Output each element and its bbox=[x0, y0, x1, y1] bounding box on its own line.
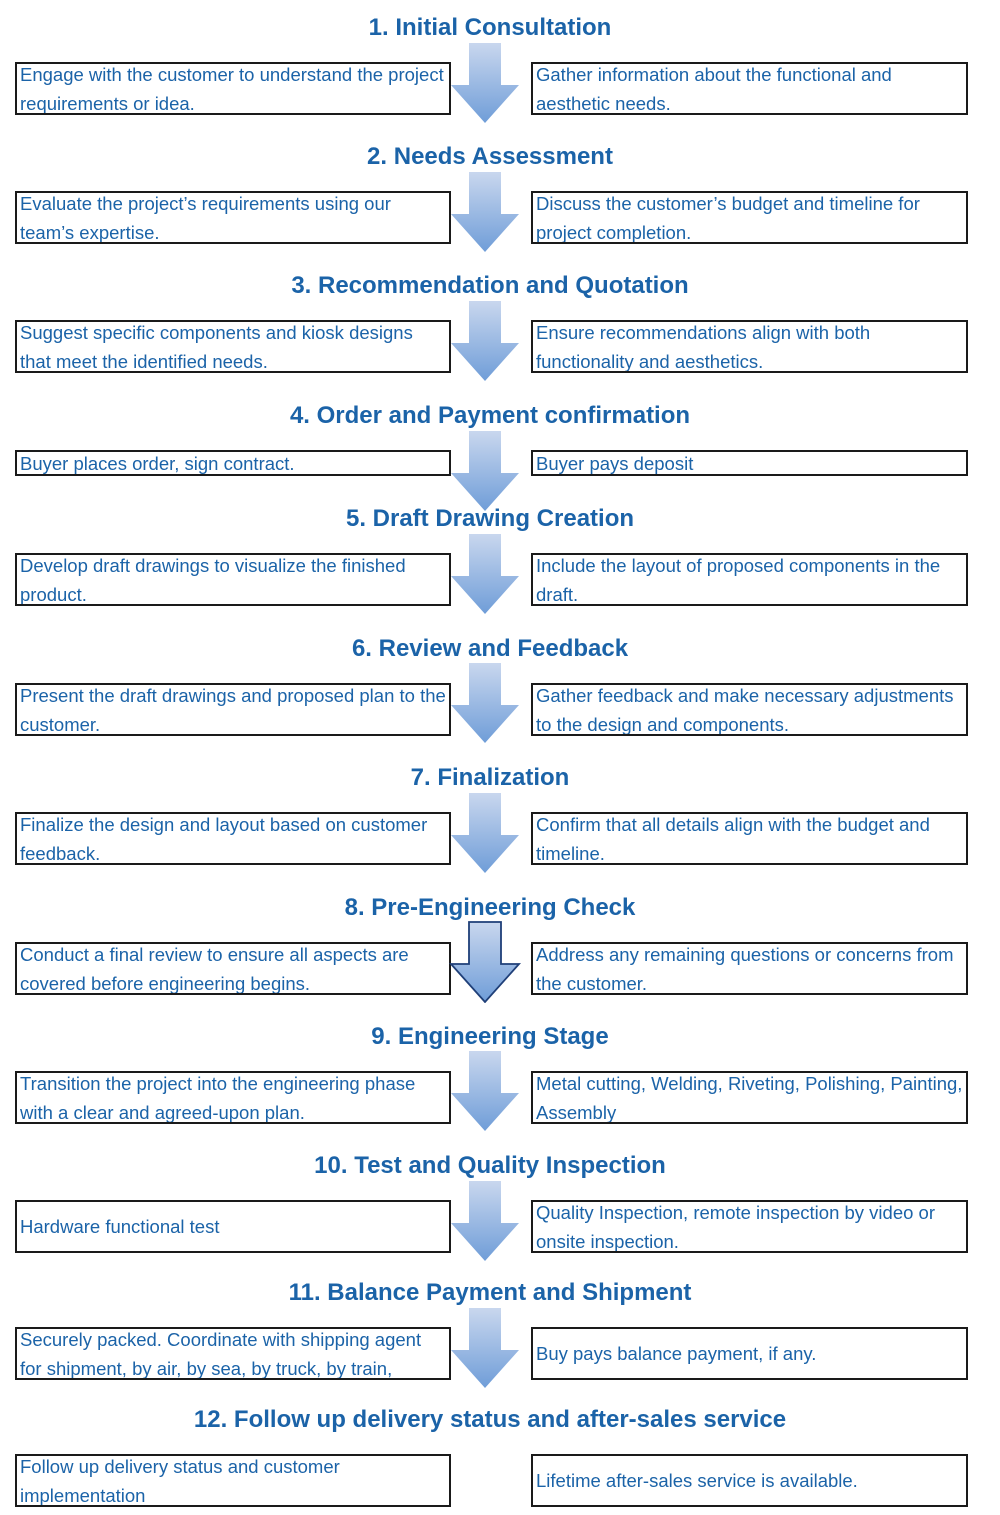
step-right-box: Address any remaining questions or conce… bbox=[531, 942, 968, 995]
step-left-text: Conduct a final review to ensure all asp… bbox=[20, 943, 409, 994]
step-right-text: Metal cutting, Welding, Riveting, Polish… bbox=[536, 1072, 963, 1123]
step-left-box: Engage with the customer to understand t… bbox=[15, 62, 451, 115]
down-arrow-icon bbox=[451, 301, 519, 381]
step-right-box: Include the layout of proposed component… bbox=[531, 553, 968, 606]
step-left-box: Conduct a final review to ensure all asp… bbox=[15, 942, 451, 995]
step-title: 7. Finalization bbox=[410, 764, 570, 791]
step-left-text: Securely packed. Coordinate with shippin… bbox=[20, 1328, 422, 1379]
step-title: 3. Recommendation and Quotation bbox=[291, 272, 689, 299]
step-right-text: Ensure recommendations align with both f… bbox=[536, 321, 871, 372]
step-right-text: Gather feedback and make necessary adjus… bbox=[536, 684, 954, 735]
step-left-box: Follow up delivery status and customer i… bbox=[15, 1454, 451, 1507]
step-left-box: Suggest specific components and kiosk de… bbox=[15, 320, 451, 373]
step-right-box: Metal cutting, Welding, Riveting, Polish… bbox=[531, 1071, 968, 1124]
step-right-text: Include the layout of proposed component… bbox=[536, 554, 941, 605]
down-arrow-icon bbox=[451, 172, 519, 252]
step-right-text: Gather information about the functional … bbox=[536, 63, 892, 114]
step-title: 5. Draft Drawing Creation bbox=[345, 505, 635, 532]
step-left-text: Transition the project into the engineer… bbox=[20, 1072, 416, 1123]
step-left-text: Suggest specific components and kiosk de… bbox=[20, 321, 413, 372]
step-left-box: Hardware functional test bbox=[15, 1200, 451, 1253]
step-left-text: Follow up delivery status and customer i… bbox=[20, 1455, 340, 1506]
down-arrow-icon bbox=[451, 1181, 519, 1261]
down-arrow-icon bbox=[451, 663, 519, 743]
step-right-text: Lifetime after-sales service is availabl… bbox=[536, 1470, 858, 1491]
down-arrow-icon bbox=[451, 793, 519, 873]
step-left-text: Present the draft drawings and proposed … bbox=[20, 684, 446, 735]
down-arrow-icon bbox=[451, 1051, 519, 1131]
step-right-box: Buyer pays deposit bbox=[531, 450, 968, 476]
step-right-text: Confirm that all details align with the … bbox=[536, 813, 930, 864]
step-right-text: Buy pays balance payment, if any. bbox=[536, 1343, 817, 1364]
step-title: 4. Order and Payment confirmation bbox=[289, 402, 691, 429]
step-right-text: Discuss the customer’s budget and timeli… bbox=[536, 192, 920, 243]
step-right-box: Buy pays balance payment, if any. bbox=[531, 1327, 968, 1380]
step-right-box: Lifetime after-sales service is availabl… bbox=[531, 1454, 968, 1507]
step-right-text: Address any remaining questions or conce… bbox=[536, 943, 954, 994]
step-title: 1. Initial Consultation bbox=[368, 14, 612, 41]
step-left-text: Engage with the customer to understand t… bbox=[20, 63, 444, 114]
step-left-text: Buyer places order, sign contract. bbox=[20, 452, 295, 474]
down-arrow-icon bbox=[451, 43, 519, 123]
step-title: 6. Review and Feedback bbox=[351, 635, 629, 662]
step-title: 9. Engineering Stage bbox=[371, 1023, 609, 1050]
down-arrow-icon bbox=[451, 1308, 519, 1388]
step-right-text: Quality Inspection, remote inspection by… bbox=[536, 1201, 935, 1252]
step-title: 2. Needs Assessment bbox=[367, 143, 613, 170]
step-right-box: Discuss the customer’s budget and timeli… bbox=[531, 191, 968, 244]
step-left-text: Finalize the design and layout based on … bbox=[20, 813, 428, 864]
step-right-box: Quality Inspection, remote inspection by… bbox=[531, 1200, 968, 1253]
step-right-box: Ensure recommendations align with both f… bbox=[531, 320, 968, 373]
step-left-box: Transition the project into the engineer… bbox=[15, 1071, 451, 1124]
step-left-box: Present the draft drawings and proposed … bbox=[15, 683, 451, 736]
step-left-text: Evaluate the project’s requirements usin… bbox=[20, 192, 391, 243]
step-right-text: Buyer pays deposit bbox=[536, 452, 694, 474]
step-left-text: Develop draft drawings to visualize the … bbox=[20, 554, 406, 605]
step-left-box: Evaluate the project’s requirements usin… bbox=[15, 191, 451, 244]
step-title: 12. Follow up delivery status and after-… bbox=[193, 1406, 787, 1433]
down-arrow-icon bbox=[451, 431, 519, 511]
step-left-text: Hardware functional test bbox=[20, 1216, 220, 1237]
step-left-box: Finalize the design and layout based on … bbox=[15, 812, 451, 865]
step-title: 11. Balance Payment and Shipment bbox=[288, 1279, 692, 1306]
step-title: 10. Test and Quality Inspection bbox=[314, 1152, 666, 1179]
step-right-box: Gather information about the functional … bbox=[531, 62, 968, 115]
step-title: 8. Pre-Engineering Check bbox=[344, 894, 636, 921]
down-arrow-icon bbox=[451, 534, 519, 614]
down-arrow-icon bbox=[449, 921, 521, 1003]
step-left-box: Buyer places order, sign contract. bbox=[15, 450, 451, 476]
step-right-box: Confirm that all details align with the … bbox=[531, 812, 968, 865]
step-left-box: Develop draft drawings to visualize the … bbox=[15, 553, 451, 606]
step-right-box: Gather feedback and make necessary adjus… bbox=[531, 683, 968, 736]
step-left-box: Securely packed. Coordinate with shippin… bbox=[15, 1327, 451, 1380]
